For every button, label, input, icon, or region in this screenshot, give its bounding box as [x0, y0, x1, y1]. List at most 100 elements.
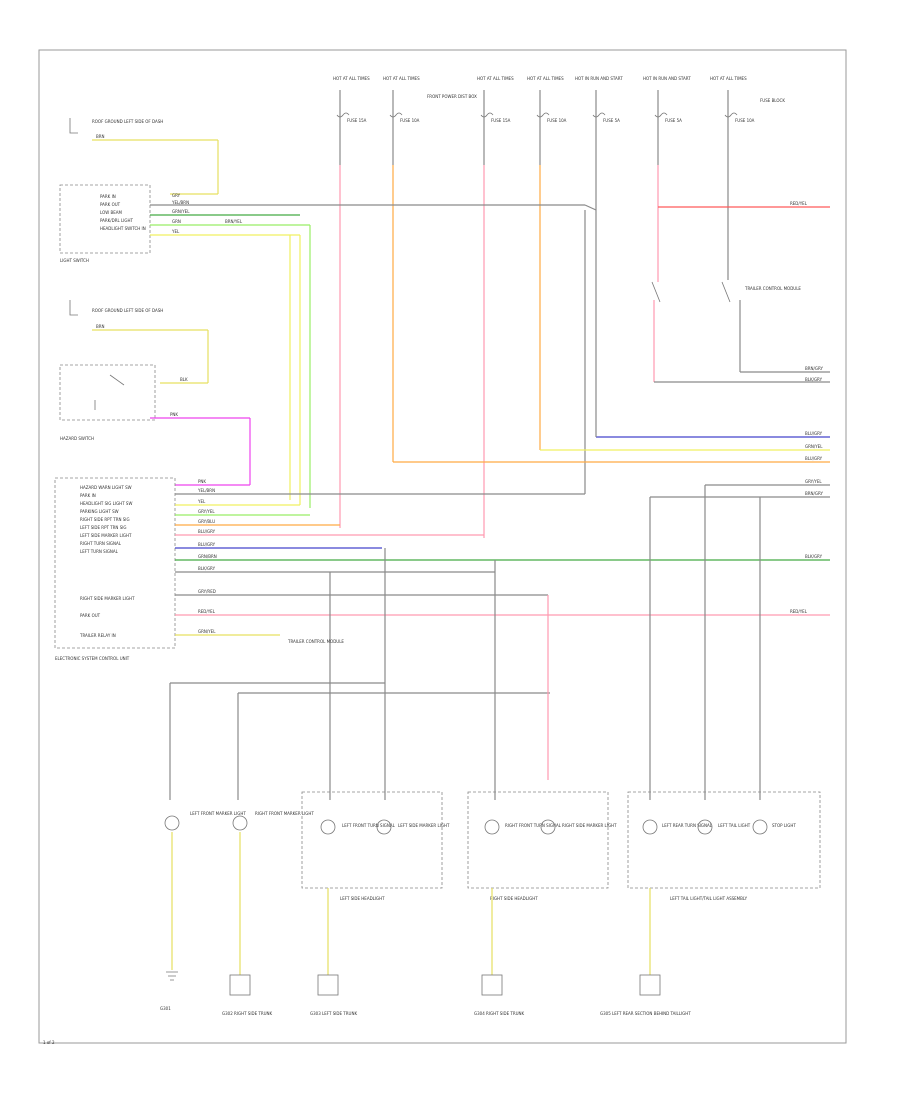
hz-wire-out: BLK	[180, 377, 188, 382]
lamp-icon	[164, 815, 180, 831]
wire-label: RED/YEL	[790, 609, 808, 614]
bcm-wire-11: RED/YEL	[198, 609, 216, 614]
fuse-column-3: HOT AT ALL TIMES FUSE 15A	[477, 76, 514, 538]
bcm-wire-3: YEL	[197, 499, 206, 504]
bcm-pin-8: RIGHT TURN SIGNAL	[80, 541, 122, 546]
hz-wire-pink: PNK	[170, 412, 178, 417]
relay-label: TRAILER CONTROL MODULE	[744, 286, 801, 291]
light-switch: ROOF GROUND LEFT SIDE OF DASH BRN PARK I…	[59, 118, 597, 508]
ground-5: G305 LEFT REAR SECTION BEHIND TAILLIGHT	[600, 974, 691, 1016]
fuse-icon	[480, 112, 494, 118]
ls-pin-5: HEADLIGHT SWITCH IN	[100, 226, 146, 231]
bcm-pin-11: PARK OUT	[80, 613, 101, 618]
fuse-column-6: HOT IN RUN AND START FUSE 5A	[643, 76, 691, 282]
bcm-pin-6: LEFT SIDE RPT TRN SIG	[80, 525, 127, 530]
ls-wire-3: GRN/YEL	[172, 209, 190, 214]
right-side-headlight: RIGHT FRONT TURN SIGNAL RIGHT SIDE MARKE…	[467, 791, 617, 975]
hazard-switch-name: HAZARD SWITCH	[60, 436, 94, 441]
fuse-column-4: HOT AT ALL TIMES FUSE 10A	[527, 76, 567, 450]
ground-2: G302 RIGHT SIDE TRUNK	[222, 974, 273, 1016]
hazard-switch-box	[59, 364, 156, 421]
ls-wire-4: GRN	[172, 219, 181, 224]
lamp-9: STOP LIGHT	[772, 823, 796, 828]
bcm-pin-4: PARKING LIGHT SW	[80, 509, 119, 514]
header-3: HOT AT ALL TIMES	[477, 76, 514, 81]
ls-wire-6: YEL	[171, 229, 180, 234]
bcm-pin-10: RIGHT SIDE MARKER LIGHT	[80, 596, 135, 601]
bcm-wire-8: GRN/BRN	[198, 554, 217, 559]
bcm-wire-1: PNK	[198, 479, 206, 484]
wire-label: BLK/GRY	[805, 554, 823, 559]
assembly-3: LEFT TAIL LIGHT/TAIL LIGHT ASSEMBLY	[670, 896, 748, 901]
bcm-pin-2: PARK IN	[80, 493, 96, 498]
lamp-3: LEFT FRONT TURN SIGNAL	[342, 823, 396, 828]
fuse-icon	[389, 112, 403, 118]
ls-pin-3: LOW BEAM	[100, 210, 122, 215]
lamp-icon	[376, 819, 392, 835]
lamp-5: RIGHT FRONT TURN SIGNAL	[505, 823, 562, 828]
bcm-wire-2: YEL/BRN	[197, 488, 215, 493]
switch-contact	[651, 281, 731, 303]
lamp-icon	[484, 819, 500, 835]
header-4: HOT AT ALL TIMES	[527, 76, 564, 81]
lamp-icon	[752, 819, 768, 835]
relay-note: TRAILER CONTROL MODULE	[287, 639, 344, 644]
header-1: HOT AT ALL TIMES	[333, 76, 370, 81]
ground-label-2: G302 RIGHT SIDE TRUNK	[222, 1011, 273, 1016]
fuse-6-label: FUSE 5A	[665, 118, 682, 123]
ls-pin-2: PARK OUT	[100, 202, 121, 207]
wire-label: BLK/GRY	[805, 377, 823, 382]
ground-icon	[317, 974, 339, 996]
ground-icon	[69, 118, 78, 134]
fuse-icon	[592, 112, 606, 118]
ground-3: G303 LEFT SIDE TRUNK	[310, 974, 357, 1016]
ls-wire-5: BRN/YEL	[225, 219, 243, 224]
ground-1: G301	[160, 971, 178, 1011]
ls-pin-4: PARK/DRL LIGHT	[100, 218, 134, 223]
ground-4: G304 RIGHT SIDE TRUNK	[474, 974, 525, 1016]
bcm-pin-1: HAZARD WARN LIGHT SW	[80, 485, 132, 490]
bcm-wire-5: GRY/BLU	[198, 519, 215, 524]
ground-icon	[639, 974, 661, 996]
bcm-pin-9: LEFT TURN SIGNAL	[80, 549, 119, 554]
control-unit-name: ELECTRONIC SYSTEM CONTROL UNIT	[55, 656, 130, 661]
assembly-box	[467, 791, 609, 889]
lamp-4: LEFT SIDE MARKER LIGHT	[398, 823, 450, 828]
fuse-3-label: FUSE 15A	[491, 118, 511, 123]
lamp-2: RIGHT FRONT MARKER LIGHT	[255, 811, 314, 816]
fuse-icon	[536, 112, 550, 118]
diagram-frame	[38, 49, 847, 1044]
lamp-1: LEFT FRONT MARKER LIGHT	[190, 811, 246, 816]
bcm-wire-12: GRN/YEL	[198, 629, 216, 634]
bcm-wire-10: GRY/RED	[198, 589, 216, 594]
fuse-column-5: HOT IN RUN AND START FUSE 5A	[575, 76, 623, 210]
fuse-column-7: HOT AT ALL TIMES FUSE 10A FUSE BLOCK	[710, 76, 785, 280]
fuse-5-label: FUSE 5A	[603, 118, 620, 123]
assembly-box	[301, 791, 443, 889]
lamp-7: LEFT REAR TURN SIGNAL	[662, 823, 713, 828]
ground-label-3: G303 LEFT SIDE TRUNK	[310, 1011, 357, 1016]
lamp-group-left: LEFT FRONT MARKER LIGHT RIGHT FRONT MARK…	[164, 811, 314, 975]
figure-id: 1 of 2	[43, 1040, 55, 1045]
fuse-column-2: HOT AT ALL TIMES FUSE 10A FRONT POWER DI…	[383, 76, 477, 462]
ground-icon	[481, 974, 503, 996]
top-ground-1: ROOF GROUND LEFT SIDE OF DASH	[92, 119, 163, 124]
hz-wire-gnd: BRN	[96, 324, 105, 329]
bcm-wire-4: GRY/YEL	[198, 509, 215, 514]
control-unit-box	[54, 477, 176, 649]
top-ground-2: ROOF GROUND LEFT SIDE OF DASH	[92, 308, 163, 313]
wire-label: GRN/YEL	[805, 444, 823, 449]
lamp-8: LEFT TAIL LIGHT	[718, 823, 751, 828]
switch-contact	[94, 374, 125, 410]
bcm-pin-3: HEADLIGHT SIG LIGHT SW	[80, 501, 132, 506]
ground-label-5: G305 LEFT REAR SECTION BEHIND TAILLIGHT	[600, 1011, 691, 1016]
bcm-pin-7: LEFT SIDE MARKER LIGHT	[80, 533, 132, 538]
wire-label: BLU/GRY	[805, 456, 823, 461]
ls-wire-ground: BRN	[96, 134, 105, 139]
bcm-pin-5: RIGHT SIDE RPT TRN SIG	[80, 517, 130, 522]
left-side-headlight: LEFT FRONT TURN SIGNAL LEFT SIDE MARKER …	[301, 791, 450, 975]
bcm-pin-12: TRAILER RELAY IN	[79, 633, 116, 638]
hazard-switch: ROOF GROUND LEFT SIDE OF DASH BRN BLK HA…	[59, 300, 251, 486]
assembly-box	[627, 791, 821, 889]
